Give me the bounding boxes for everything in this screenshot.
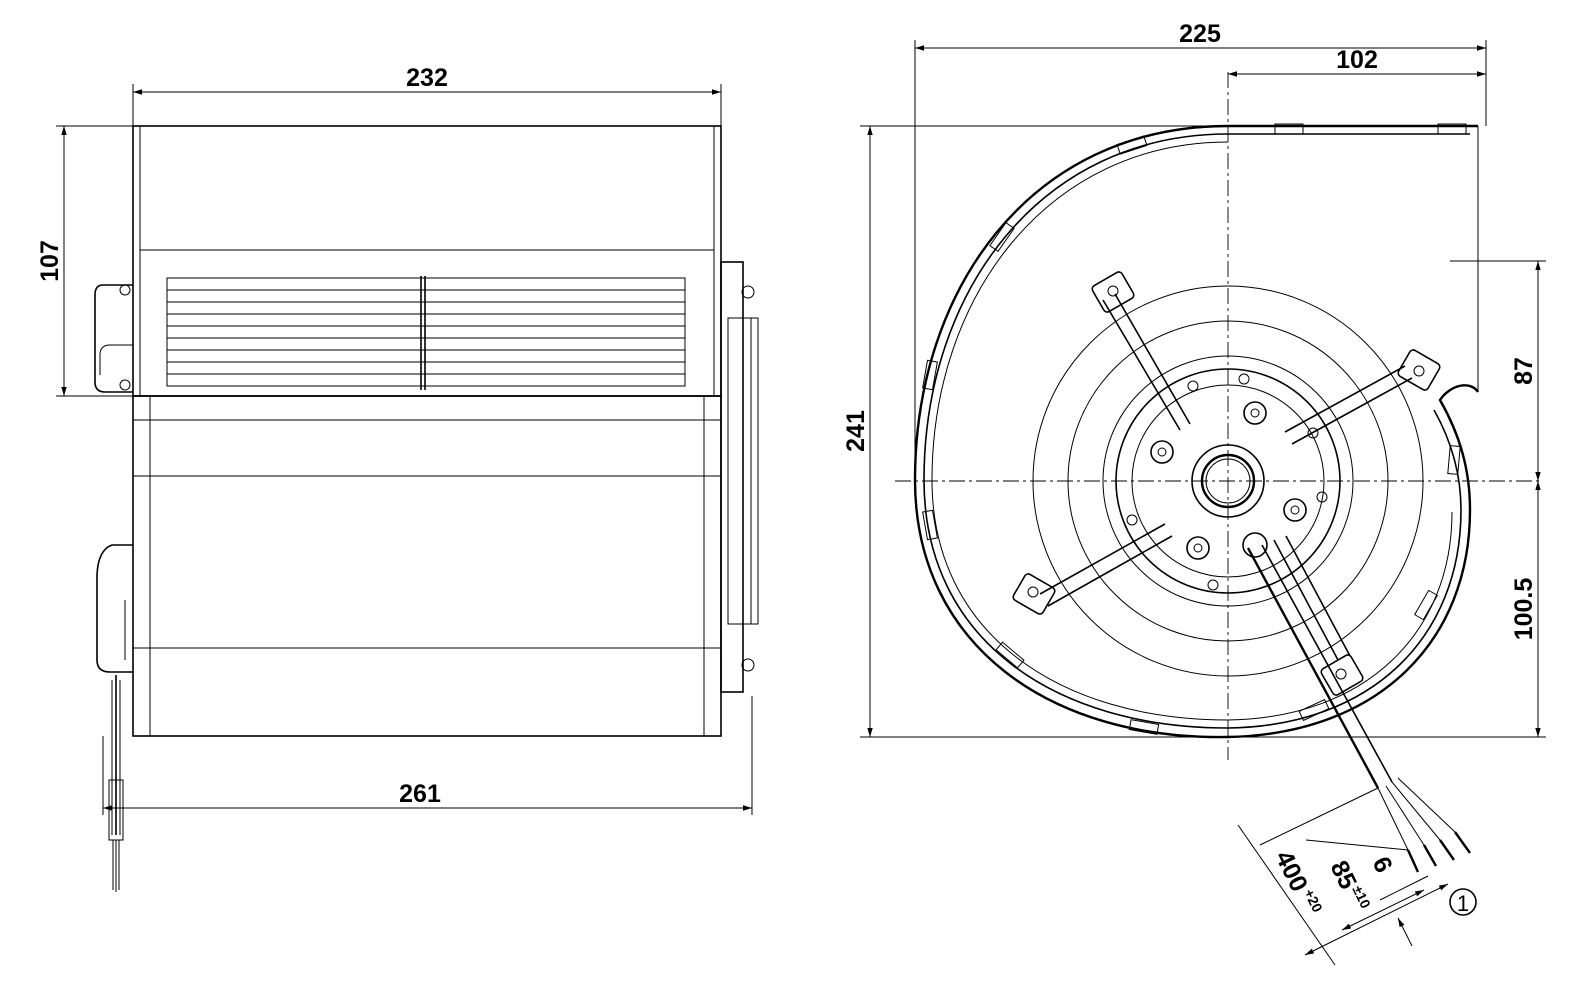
housing-clips <box>922 123 1467 735</box>
dim-232: 232 <box>132 64 722 126</box>
dim-102: 102 <box>1228 46 1486 77</box>
dim-241: 241 <box>842 125 1228 738</box>
dim-label-261: 261 <box>399 780 441 808</box>
front-view: 225 102 241 87 100.5 <box>842 20 1546 966</box>
dim-261: 261 <box>102 696 753 815</box>
side-view: 232 107 261 <box>36 64 759 892</box>
dim-label-107: 107 <box>36 240 64 282</box>
dim-label-232: 232 <box>406 64 448 92</box>
dim-label-100-5: 100.5 <box>1510 578 1538 641</box>
volute-housing <box>913 124 1479 739</box>
mounting-struts <box>1012 271 1441 696</box>
dim-87: 87 <box>1450 260 1546 481</box>
dim-label-400: 400 <box>1270 846 1313 896</box>
outlet-housing <box>132 125 722 397</box>
dim-100-5: 100.5 <box>1228 481 1546 738</box>
dim-tol-400: +20 <box>1301 886 1326 915</box>
dim-label-225: 225 <box>1179 20 1221 48</box>
dim-label-87: 87 <box>1510 357 1538 385</box>
callout-label: 1 <box>1457 891 1469 916</box>
dim-label-6: 6 <box>1367 852 1398 877</box>
dim-225: 225 <box>914 20 1487 470</box>
dim-cable: 400 +20 85 ±10 6 <box>1237 787 1449 966</box>
dim-107: 107 <box>36 125 133 397</box>
dim-label-102: 102 <box>1336 46 1378 74</box>
impeller-blades <box>166 276 686 390</box>
dim-tol-85: ±10 <box>1349 883 1374 911</box>
power-cable-front <box>1242 532 1471 873</box>
callout-marker: 1 <box>1449 888 1477 916</box>
scroll-housing <box>132 395 722 737</box>
dim-label-241: 241 <box>842 410 870 452</box>
hub-screws <box>1126 373 1328 591</box>
